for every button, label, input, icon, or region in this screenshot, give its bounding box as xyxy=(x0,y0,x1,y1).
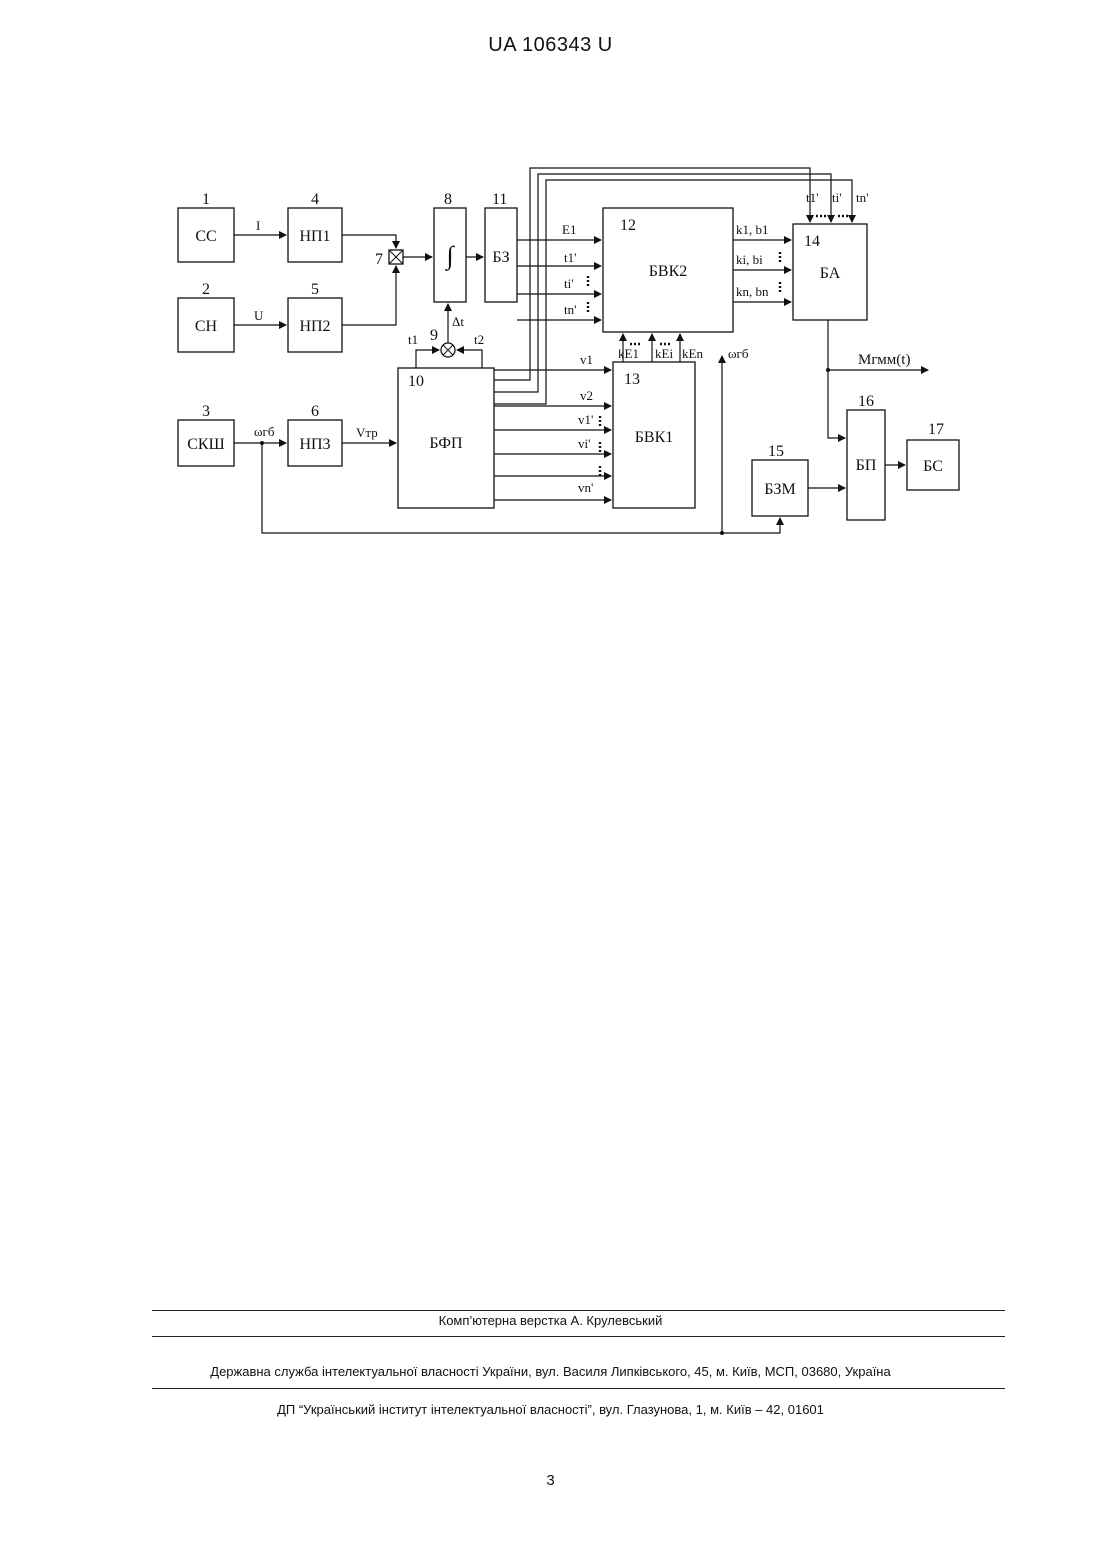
signal-tnp: tn' xyxy=(564,302,576,317)
block-number-9: 9 xyxy=(430,327,438,344)
block-number-15: 15 xyxy=(768,443,784,460)
block-number-7: 7 xyxy=(375,251,383,268)
signal-v1: v1 xyxy=(580,352,593,367)
block-label-5: НП2 xyxy=(299,318,330,335)
block-number-11: 11 xyxy=(492,191,507,208)
signal-E1: E1 xyxy=(562,222,576,237)
signal-top-tn: tn' xyxy=(856,190,868,205)
block-label-14: БА xyxy=(820,265,841,282)
signal-kE1: kE1 xyxy=(618,346,639,361)
block-number-17: 17 xyxy=(928,421,944,438)
page-number: 3 xyxy=(0,1472,1101,1489)
signal-t1: t1 xyxy=(408,332,418,347)
block-number-8: 8 xyxy=(444,191,452,208)
block-label-10: БФП xyxy=(429,435,463,452)
footer-divider-top xyxy=(152,1310,1005,1311)
signal-top-t1: t1' xyxy=(806,190,818,205)
block-number-2: 2 xyxy=(202,281,210,298)
block-label-3: СКШ xyxy=(187,436,224,453)
signal-omega2: ωгб xyxy=(728,346,749,361)
signal-kEi: kEi xyxy=(655,346,673,361)
block-label-6: НП3 xyxy=(299,436,330,453)
block-number-14: 14 xyxy=(804,233,820,250)
signal-v2: v2 xyxy=(580,388,593,403)
signal-k1b1: k1, b1 xyxy=(736,222,769,237)
institute-address: ДП “Український інститут інтелектуальної… xyxy=(0,1402,1101,1417)
signal-tip: ti' xyxy=(564,276,574,291)
signal-U: U xyxy=(254,308,264,323)
signal-kibi: ki, bi xyxy=(736,252,763,267)
signal-dt: Δt xyxy=(452,314,464,329)
block-number-13: 13 xyxy=(624,371,640,388)
signal-t2: t2 xyxy=(474,332,484,347)
footer-divider-bottom xyxy=(152,1388,1005,1389)
block-label-12: БВК2 xyxy=(649,263,688,280)
layout-credit: Комп’ютерна верстка А. Крулевський xyxy=(0,1313,1101,1328)
block-number-5: 5 xyxy=(311,281,319,298)
agency-address: Державна служба інтелектуальної власност… xyxy=(0,1364,1101,1379)
block-number-10: 10 xyxy=(408,373,424,390)
signal-top-ti: ti' xyxy=(832,190,842,205)
block-label-11: БЗ xyxy=(492,249,509,266)
signal-omega: ωгб xyxy=(254,424,275,439)
block-label-8: ∫ xyxy=(444,241,455,271)
block-label-13: БВК1 xyxy=(635,429,674,446)
signal-v1p: v1' xyxy=(578,412,593,427)
signal-vnp: vn' xyxy=(578,480,593,495)
block-number-1: 1 xyxy=(202,191,210,208)
signal-vtr: Vтр xyxy=(356,425,378,440)
signal-vip: vi' xyxy=(578,436,590,451)
block-label-4: НП1 xyxy=(299,228,330,245)
block-number-4: 4 xyxy=(311,191,319,208)
patent-header: UA 106343 U xyxy=(0,34,1101,57)
block-number-12: 12 xyxy=(620,217,636,234)
signal-t1p: t1' xyxy=(564,250,576,265)
block-label-17: БС xyxy=(923,458,943,475)
signal-m-out: Mгмм(t) xyxy=(858,352,910,368)
block-label-15: БЗМ xyxy=(764,481,795,498)
signal-I: I xyxy=(256,218,260,233)
signal-knbn: kn, bn xyxy=(736,284,769,299)
block-label-1: СС xyxy=(195,228,216,245)
block-number-6: 6 xyxy=(311,403,319,420)
block-diagram: 1 2 3 4 5 6 7 8 9 10 11 12 13 14 15 16 1… xyxy=(168,130,993,600)
block-label-16: БП xyxy=(856,457,877,474)
signal-kEn: kEn xyxy=(682,346,703,361)
block-label-2: СН xyxy=(195,318,218,335)
block-number-3: 3 xyxy=(202,403,210,420)
block-number-16: 16 xyxy=(858,393,874,410)
footer-divider-middle xyxy=(152,1336,1005,1337)
